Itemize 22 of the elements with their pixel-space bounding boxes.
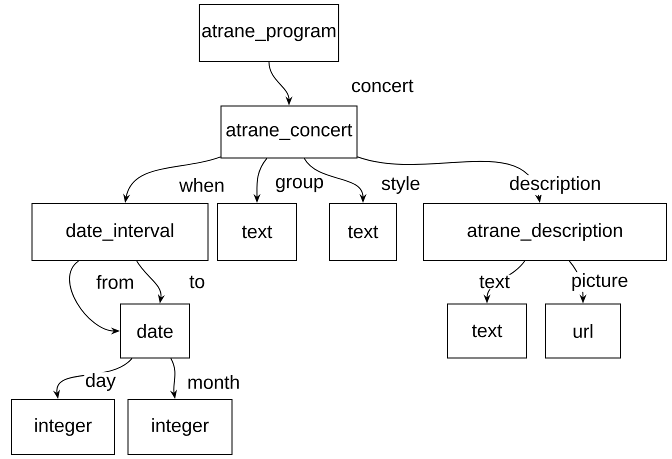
edge-label: month xyxy=(186,374,241,390)
type-box: atrane_concert xyxy=(220,106,358,158)
type-box: integer xyxy=(11,399,115,455)
edge-label: day xyxy=(84,372,117,392)
edge-label: from xyxy=(95,274,136,290)
edge-label: to xyxy=(188,274,206,290)
type-box: date_interval xyxy=(32,203,208,261)
edge-label: when xyxy=(178,177,226,193)
type-box: text xyxy=(329,203,397,261)
edge-label: concert xyxy=(350,78,414,94)
type-box: text xyxy=(217,203,297,261)
type-box: text xyxy=(447,304,527,358)
type-box: atrane_description xyxy=(423,203,667,261)
edge-label: text xyxy=(478,274,511,290)
edge-label: description xyxy=(508,175,602,195)
type-box: date xyxy=(120,304,190,358)
type-box: url xyxy=(545,304,621,358)
edge-label: group xyxy=(274,176,325,194)
edge-label: style xyxy=(380,175,422,195)
type-box: integer xyxy=(128,399,232,455)
type-box: atrane_program xyxy=(198,4,340,62)
edge-label: picture xyxy=(570,272,630,292)
